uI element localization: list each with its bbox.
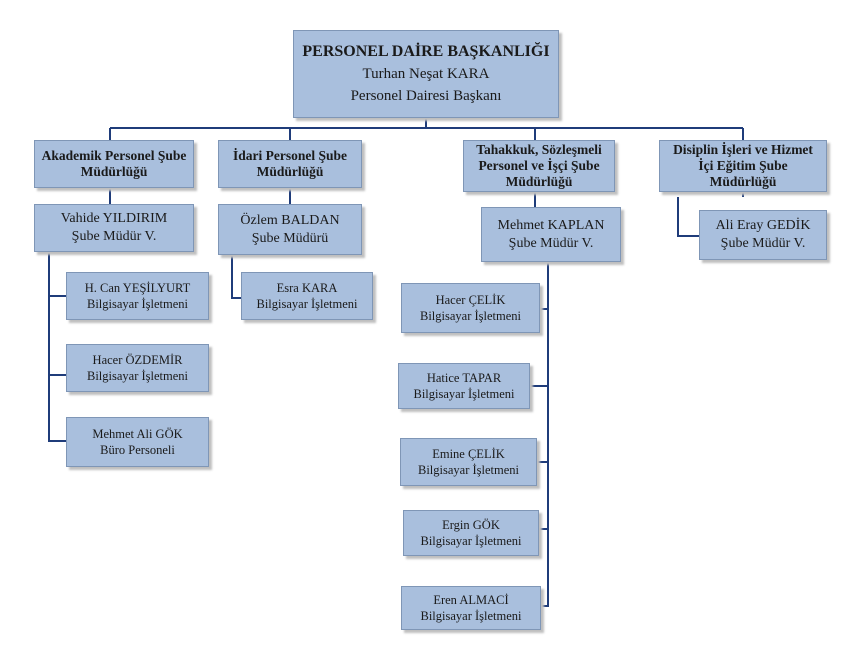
staff-card: H. Can YEŞİLYURT Bilgisayar İşletmeni — [66, 272, 209, 320]
staff-role: Bilgisayar İşletmeni — [417, 463, 520, 477]
staff-role: Bilgisayar İşletmeni — [86, 369, 189, 383]
staff-name: Eren ALMACİ — [433, 593, 509, 607]
staff-role: Büro Personeli — [100, 443, 175, 457]
manager-disiplin: Ali Eray GEDİK Şube Müdür V. — [699, 210, 827, 260]
staff-card: Mehmet Ali GÖK Büro Personeli — [66, 417, 209, 467]
staff-name: Mehmet Ali GÖK — [92, 427, 183, 441]
staff-card: Ergin GÖK Bilgisayar İşletmeni — [403, 510, 539, 556]
dept-akademik: Akademik Personel Şube Müdürlüğü — [34, 140, 194, 188]
staff-role: Bilgisayar İşletmeni — [256, 297, 358, 311]
staff-name: Esra KARA — [276, 281, 338, 295]
manager-role: Şube Müdürü — [251, 230, 329, 246]
dept-disiplin: Disiplin İşleri ve Hizmet İçi Eğitim Şub… — [659, 140, 827, 192]
dept-title: Disiplin İşleri ve Hizmet İçi Eğitim Şub… — [673, 142, 813, 189]
manager-name: Mehmet KAPLAN — [497, 217, 605, 233]
dept-title: Tahakkuk, Sözleşmeli Personel ve İşçi Şu… — [476, 142, 602, 189]
staff-name: H. Can YEŞİLYURT — [84, 281, 191, 295]
manager-role: Şube Müdür V. — [71, 229, 157, 244]
connector-tahakkuk-staff — [530, 262, 549, 607]
connector-akademik-staff — [48, 252, 66, 442]
staff-card: Emine ÇELİK Bilgisayar İşletmeni — [400, 438, 537, 486]
root-name: Turhan Neşat KARA — [362, 66, 490, 82]
connector-idari-staff — [231, 255, 241, 299]
root-box: PERSONEL DAİRE BAŞKANLIĞI Turhan Neşat K… — [293, 30, 559, 118]
staff-card: Hacer ÖZDEMİR Bilgisayar İşletmeni — [66, 344, 209, 392]
staff-name: Hacer ÇELİK — [435, 293, 506, 307]
staff-role: Bilgisayar İşletmeni — [420, 609, 522, 623]
dept-tahakkuk: Tahakkuk, Sözleşmeli Personel ve İşçi Şu… — [463, 140, 615, 192]
manager-role: Şube Müdür V. — [720, 236, 806, 251]
staff-role: Bilgisayar İşletmeni — [420, 534, 522, 548]
staff-name: Hatice TAPAR — [426, 371, 502, 385]
staff-card: Eren ALMACİ Bilgisayar İşletmeni — [401, 586, 541, 630]
manager-akademik: Vahide YILDIRIM Şube Müdür V. — [34, 204, 194, 252]
connector-disiplin-staff — [677, 197, 699, 237]
staff-card: Hacer ÇELİK Bilgisayar İşletmeni — [401, 283, 540, 333]
manager-idari: Özlem BALDAN Şube Müdürü — [218, 204, 362, 255]
dept-title: Akademik Personel Şube Müdürlüğü — [41, 148, 187, 179]
staff-role: Bilgisayar İşletmeni — [413, 387, 515, 401]
staff-card: Hatice TAPAR Bilgisayar İşletmeni — [398, 363, 530, 409]
staff-name: Ergin GÖK — [442, 518, 500, 532]
staff-name: Hacer ÖZDEMİR — [92, 353, 183, 367]
manager-tahakkuk: Mehmet KAPLAN Şube Müdür V. — [481, 207, 621, 262]
manager-name: Ali Eray GEDİK — [715, 218, 811, 233]
dept-idari: İdari Personel Şube Müdürlüğü — [218, 140, 362, 188]
staff-role: Bilgisayar İşletmeni — [419, 309, 522, 323]
staff-card: Esra KARA Bilgisayar İşletmeni — [241, 272, 373, 320]
root-role: Personel Dairesi Başkanı — [350, 88, 502, 104]
manager-role: Şube Müdür V. — [508, 235, 594, 251]
manager-name: Özlem BALDAN — [240, 212, 340, 228]
staff-name: Emine ÇELİK — [432, 447, 505, 461]
staff-role: Bilgisayar İşletmeni — [86, 297, 189, 311]
root-title: PERSONEL DAİRE BAŞKANLIĞI — [302, 43, 550, 60]
manager-name: Vahide YILDIRIM — [60, 211, 168, 226]
dept-title: İdari Personel Şube Müdürlüğü — [232, 148, 347, 179]
